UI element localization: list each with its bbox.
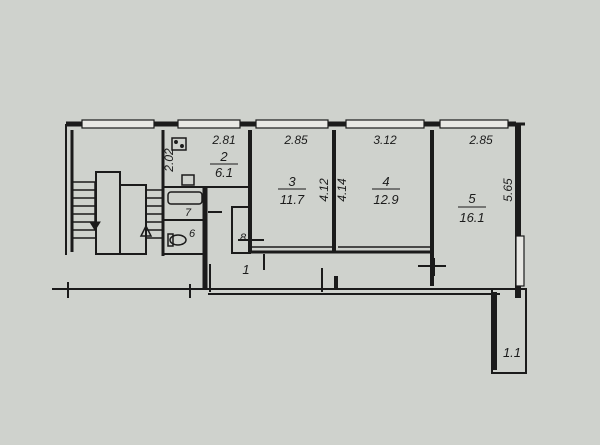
room5-area: 16.1 (459, 210, 484, 225)
dim-room5-depth: 5.65 (501, 178, 515, 202)
room4-area: 12.9 (373, 192, 398, 207)
room3-area: 11.7 (280, 192, 305, 207)
room2-number: 2 (219, 149, 228, 164)
dim-room2-width: 2.81 (211, 133, 235, 147)
dimension-labels: 2.81 2.02 2.85 3.12 2.85 4.12 4.14 5.65 (162, 133, 515, 202)
room6-number: 6 (189, 228, 196, 240)
window-room4 (345, 119, 425, 129)
room-labels: 2 6.1 3 11.7 4 12.9 5 16.1 1 6 7 8 1.1 (185, 149, 521, 360)
window-room5-side (515, 235, 525, 287)
dim-wall-4-left: 4.14 (335, 178, 349, 202)
toilet-icon (169, 234, 187, 246)
room2-area: 6.1 (215, 165, 233, 180)
window-room2 (177, 119, 241, 129)
window-room5 (439, 119, 509, 129)
dim-room2-depth: 2.02 (162, 148, 176, 173)
room1-number: 1 (242, 262, 249, 277)
stair-down-arrow-icon (89, 221, 101, 231)
door-marks (67, 211, 446, 298)
window-stair (81, 119, 155, 129)
staircase (72, 171, 163, 255)
room4-number: 4 (382, 174, 389, 189)
dim-room3-width: 2.85 (283, 133, 308, 147)
balcony-outline (491, 288, 527, 374)
stair-up-arrow-icon (139, 224, 153, 237)
stove-icon (171, 137, 187, 151)
bathtub-icon (167, 191, 203, 205)
toilet-tank-icon (167, 233, 174, 247)
room5-number: 5 (468, 191, 476, 206)
closet-8-walls (231, 206, 251, 254)
windows (81, 119, 525, 287)
dim-room5-width: 2.85 (468, 133, 493, 147)
room8-number: 8 (240, 232, 247, 244)
fixtures (167, 137, 203, 247)
room3-number: 3 (288, 174, 296, 189)
room11-number: 1.1 (503, 345, 521, 360)
stair-treads (72, 181, 163, 239)
washbasin-icon (181, 174, 195, 186)
dim-room4-width: 3.12 (373, 133, 397, 147)
window-room3 (255, 119, 329, 129)
dim-wall-3-4: 4.12 (317, 178, 331, 202)
room7-number: 7 (185, 207, 192, 219)
